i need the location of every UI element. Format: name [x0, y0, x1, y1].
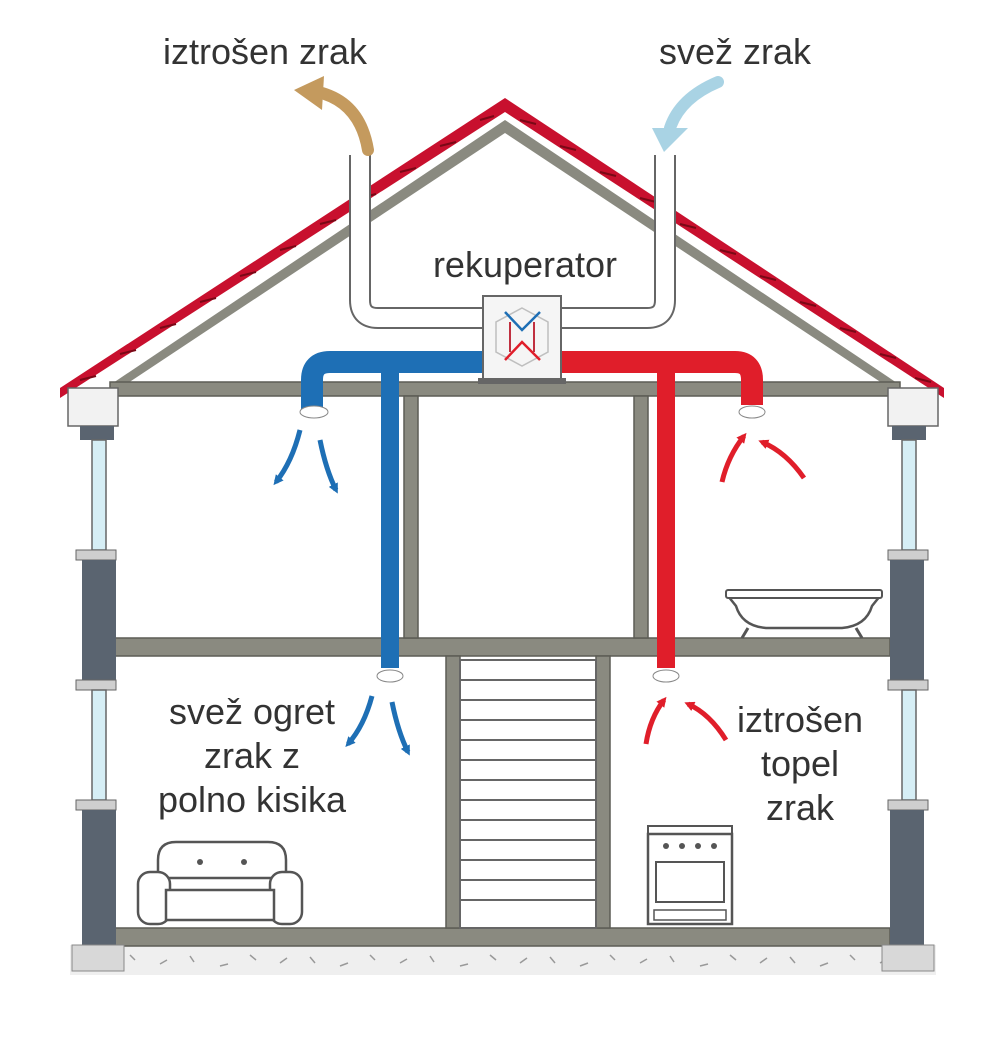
extract-airflow-arrows: [643, 432, 807, 745]
fresh-air-label: svež zrak: [658, 31, 812, 72]
exhaust-air-label: iztrošen zrak: [162, 31, 368, 72]
supply-air-label-line-3: polno kisika: [157, 779, 347, 820]
supply-air-label-line-1: svež ogret: [168, 691, 336, 732]
extract-air-label-line-3: zrak: [765, 787, 834, 828]
extract-duct: [560, 351, 766, 683]
exhaust-air-arrow: [294, 76, 374, 156]
supply-duct: [299, 351, 485, 683]
supply-air-label: svež ogret zrak z polno kisika: [122, 690, 382, 822]
extract-air-label: iztrošen topel zrak: [710, 698, 890, 830]
ground: [70, 945, 936, 975]
extract-air-label-line-1: iztrošen: [736, 699, 864, 740]
left-wall-windows: [71, 426, 125, 972]
staircase: [459, 659, 597, 929]
stove-icon: [646, 825, 734, 926]
fresh-air-arrow: [652, 76, 724, 152]
bathtub-icon: [725, 589, 883, 639]
outdoor-ducts: [349, 155, 676, 329]
supply-air-label-line-2: zrak z: [203, 735, 300, 776]
recuperator-label: rekuperator: [432, 244, 618, 285]
sofa-icon: [136, 840, 304, 926]
recuperator-unit: [478, 295, 566, 384]
extract-air-label-line-2: topel: [760, 743, 840, 784]
supply-airflow-arrows: [273, 429, 411, 756]
right-wall-windows: [881, 426, 935, 972]
